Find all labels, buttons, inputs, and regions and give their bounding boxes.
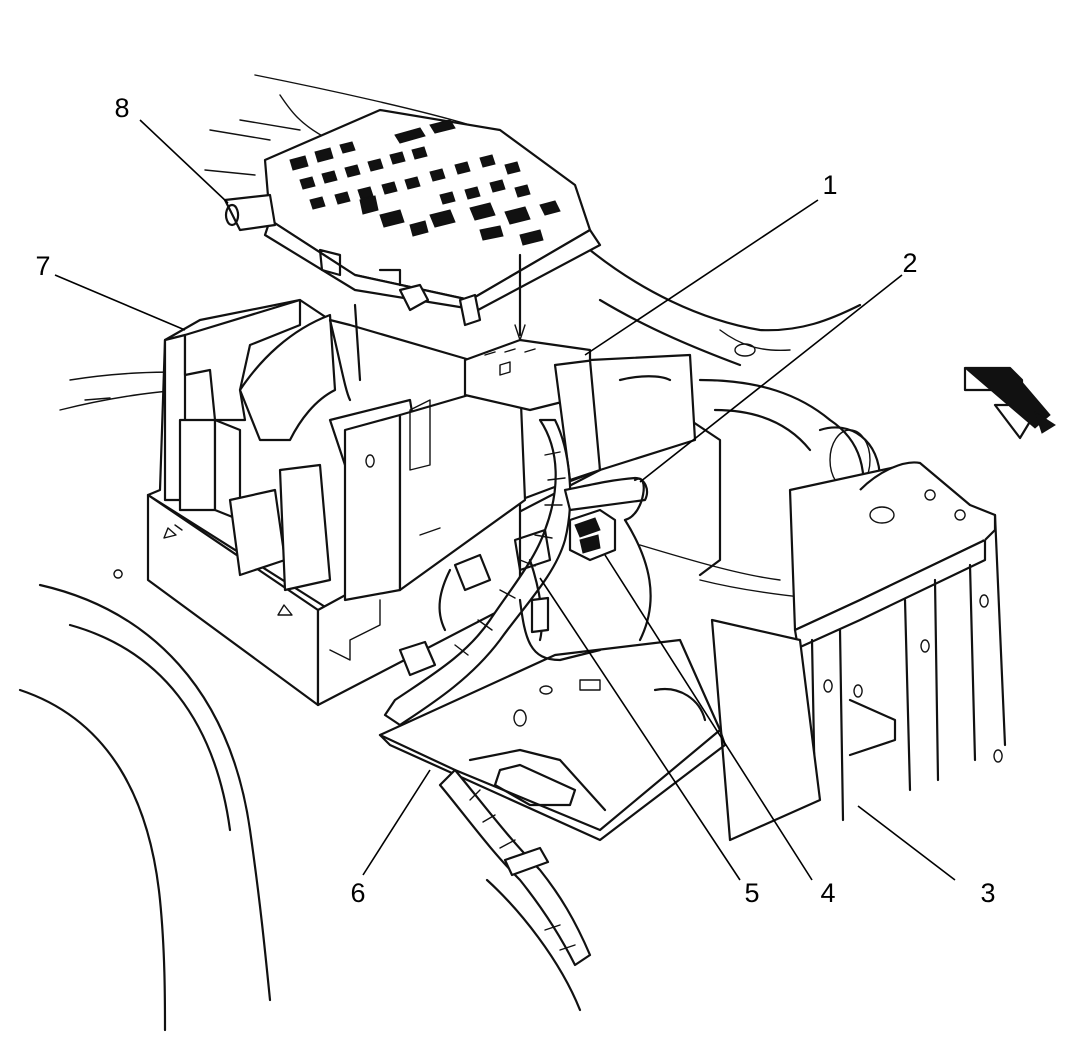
leader-lines (54, 119, 956, 881)
support-bracket (710, 461, 1007, 842)
mounting-tray (378, 638, 727, 842)
front-direction-arrow-icon (963, 366, 1056, 440)
callout-labels: 1 2 3 4 5 6 7 8 (35, 93, 995, 908)
callout-7: 7 (35, 251, 50, 281)
wiring-harness (383, 418, 652, 727)
fuse-slot-pattern (289, 119, 561, 246)
callout-6: 6 (350, 878, 365, 908)
callout-1: 1 (822, 170, 837, 200)
callout-4: 4 (820, 878, 835, 908)
callout-8: 8 (114, 93, 129, 123)
callout-2: 2 (902, 248, 917, 278)
fuse-block-module (223, 108, 602, 341)
callout-5: 5 (744, 878, 759, 908)
lower-wiring-harness (438, 768, 592, 1012)
callout-3: 3 (980, 878, 995, 908)
